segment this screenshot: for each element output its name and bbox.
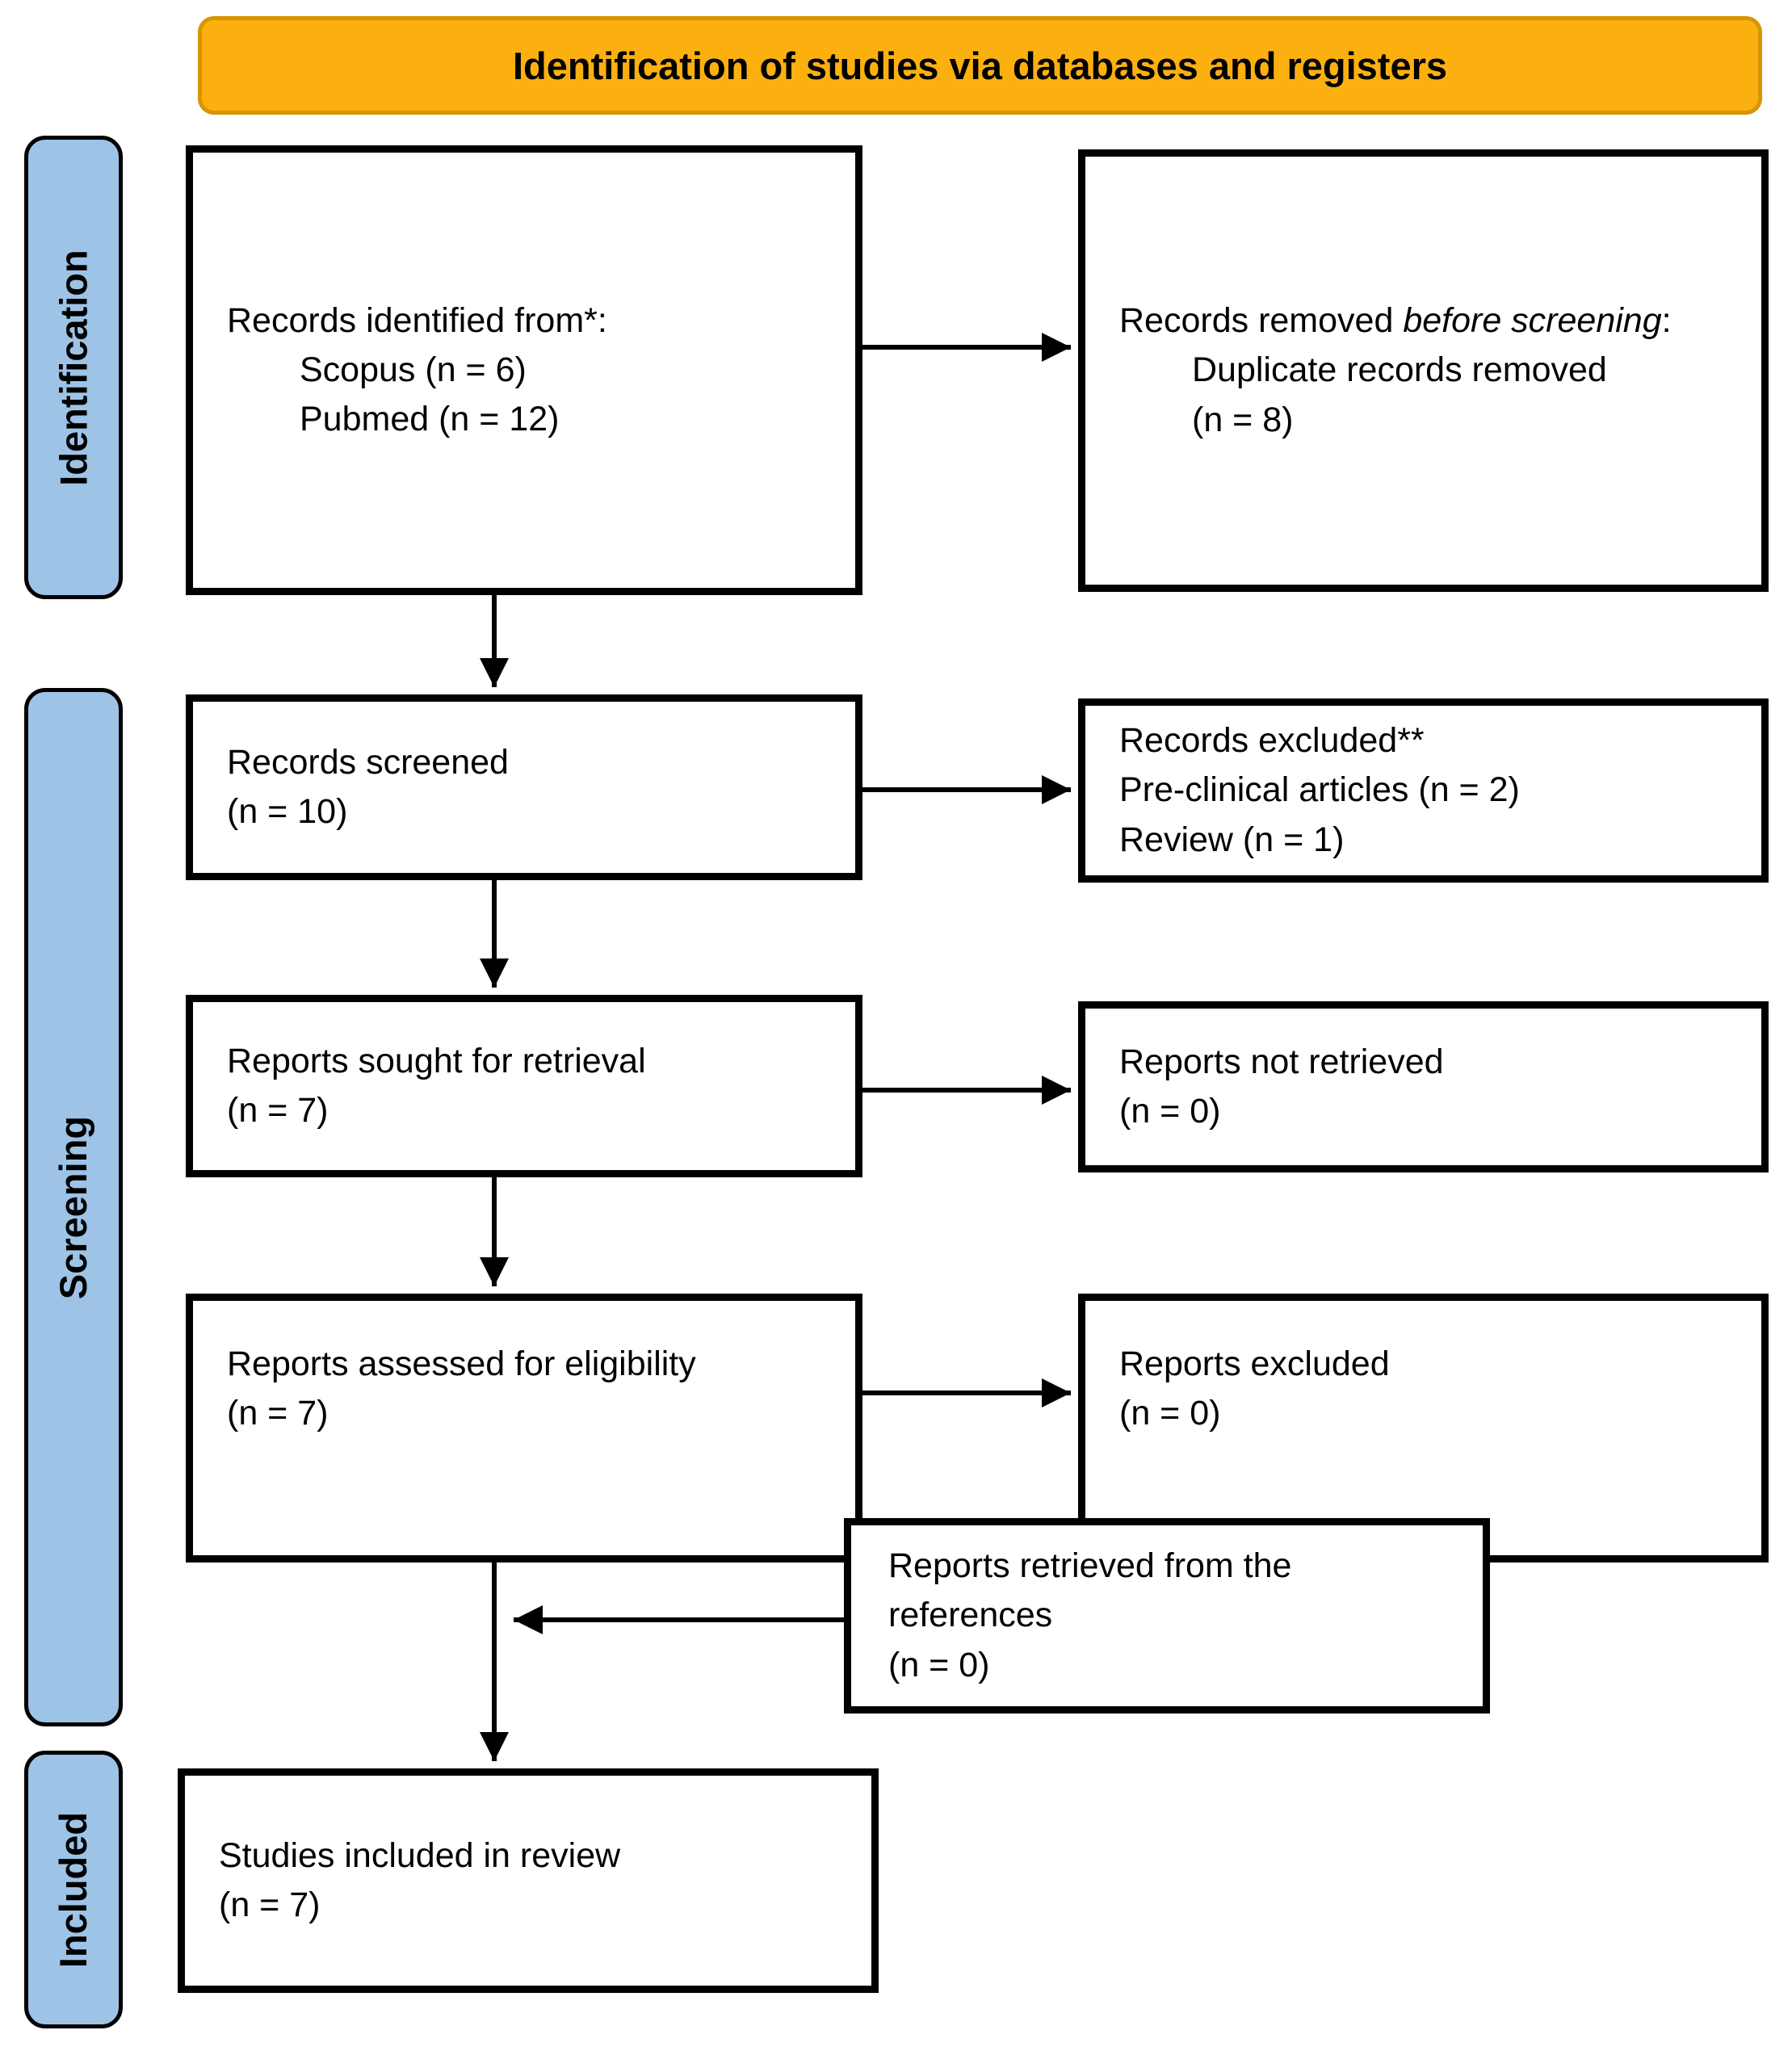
stage-identification-label: Identification bbox=[52, 249, 95, 486]
records-removed-line1: Records removed before screening: bbox=[1119, 301, 1672, 341]
box-reports-not-retrieved: Reports not retrieved (n = 0) bbox=[1078, 1001, 1769, 1172]
box-reports-assessed: Reports assessed for eligibility (n = 7) bbox=[186, 1294, 862, 1563]
records-identified-line3: Pubmed (n = 12) bbox=[300, 400, 560, 439]
box-studies-included: Studies included in review (n = 7) bbox=[178, 1768, 879, 1993]
reports-sought-line2: (n = 7) bbox=[227, 1091, 329, 1130]
stage-identification: Identification bbox=[24, 136, 123, 599]
studies-included-line2: (n = 7) bbox=[219, 1886, 321, 1924]
reports-not-retrieved-line2: (n = 0) bbox=[1119, 1092, 1221, 1130]
reports-references-line1: Reports retrieved from the bbox=[888, 1546, 1292, 1586]
records-excluded-line2: Pre-clinical articles (n = 2) bbox=[1119, 770, 1520, 810]
records-excluded-line1: Records excluded** bbox=[1119, 721, 1425, 761]
records-identified-line2: Scopus (n = 6) bbox=[300, 350, 527, 389]
stage-screening: Screening bbox=[24, 688, 123, 1726]
reports-references-line3: (n = 0) bbox=[888, 1645, 990, 1684]
reports-assessed-line1: Reports assessed for eligibility bbox=[227, 1344, 696, 1383]
records-identified-line1: Records identified from*: bbox=[227, 300, 607, 340]
banner-title: Identification of studies via databases … bbox=[512, 44, 1448, 87]
box-reports-references: Reports retrieved from the references (n… bbox=[844, 1518, 1490, 1714]
reports-references-line2: references bbox=[888, 1596, 1053, 1635]
reports-excluded-line1: Reports excluded bbox=[1119, 1344, 1390, 1383]
box-reports-sought: Reports sought for retrieval (n = 7) bbox=[186, 995, 862, 1177]
stage-included-label: Included bbox=[52, 1811, 95, 1968]
studies-included-line1: Studies included in review bbox=[219, 1835, 621, 1875]
records-removed-line3: (n = 8) bbox=[1192, 400, 1294, 439]
box-records-excluded: Records excluded** Pre-clinical articles… bbox=[1078, 698, 1769, 883]
records-excluded-line3: Review (n = 1) bbox=[1119, 820, 1345, 859]
box-records-screened: Records screened (n = 10) bbox=[186, 694, 862, 880]
title-banner: Identification of studies via databases … bbox=[198, 16, 1762, 115]
records-removed-line2: Duplicate records removed bbox=[1192, 350, 1607, 390]
records-screened-line1: Records screened bbox=[227, 742, 509, 782]
box-reports-excluded: Reports excluded (n = 0) bbox=[1078, 1294, 1769, 1563]
records-screened-line2: (n = 10) bbox=[227, 792, 348, 831]
stage-screening-label: Screening bbox=[52, 1115, 95, 1299]
stage-included: Included bbox=[24, 1751, 123, 2028]
reports-assessed-line2: (n = 7) bbox=[227, 1394, 329, 1433]
reports-excluded-line2: (n = 0) bbox=[1119, 1394, 1221, 1433]
reports-not-retrieved-line1: Reports not retrieved bbox=[1119, 1042, 1444, 1081]
box-records-identified: Records identified from*: Scopus (n = 6)… bbox=[186, 145, 862, 595]
box-records-removed: Records removed before screening: Duplic… bbox=[1078, 149, 1769, 592]
reports-sought-line1: Reports sought for retrieval bbox=[227, 1041, 646, 1080]
